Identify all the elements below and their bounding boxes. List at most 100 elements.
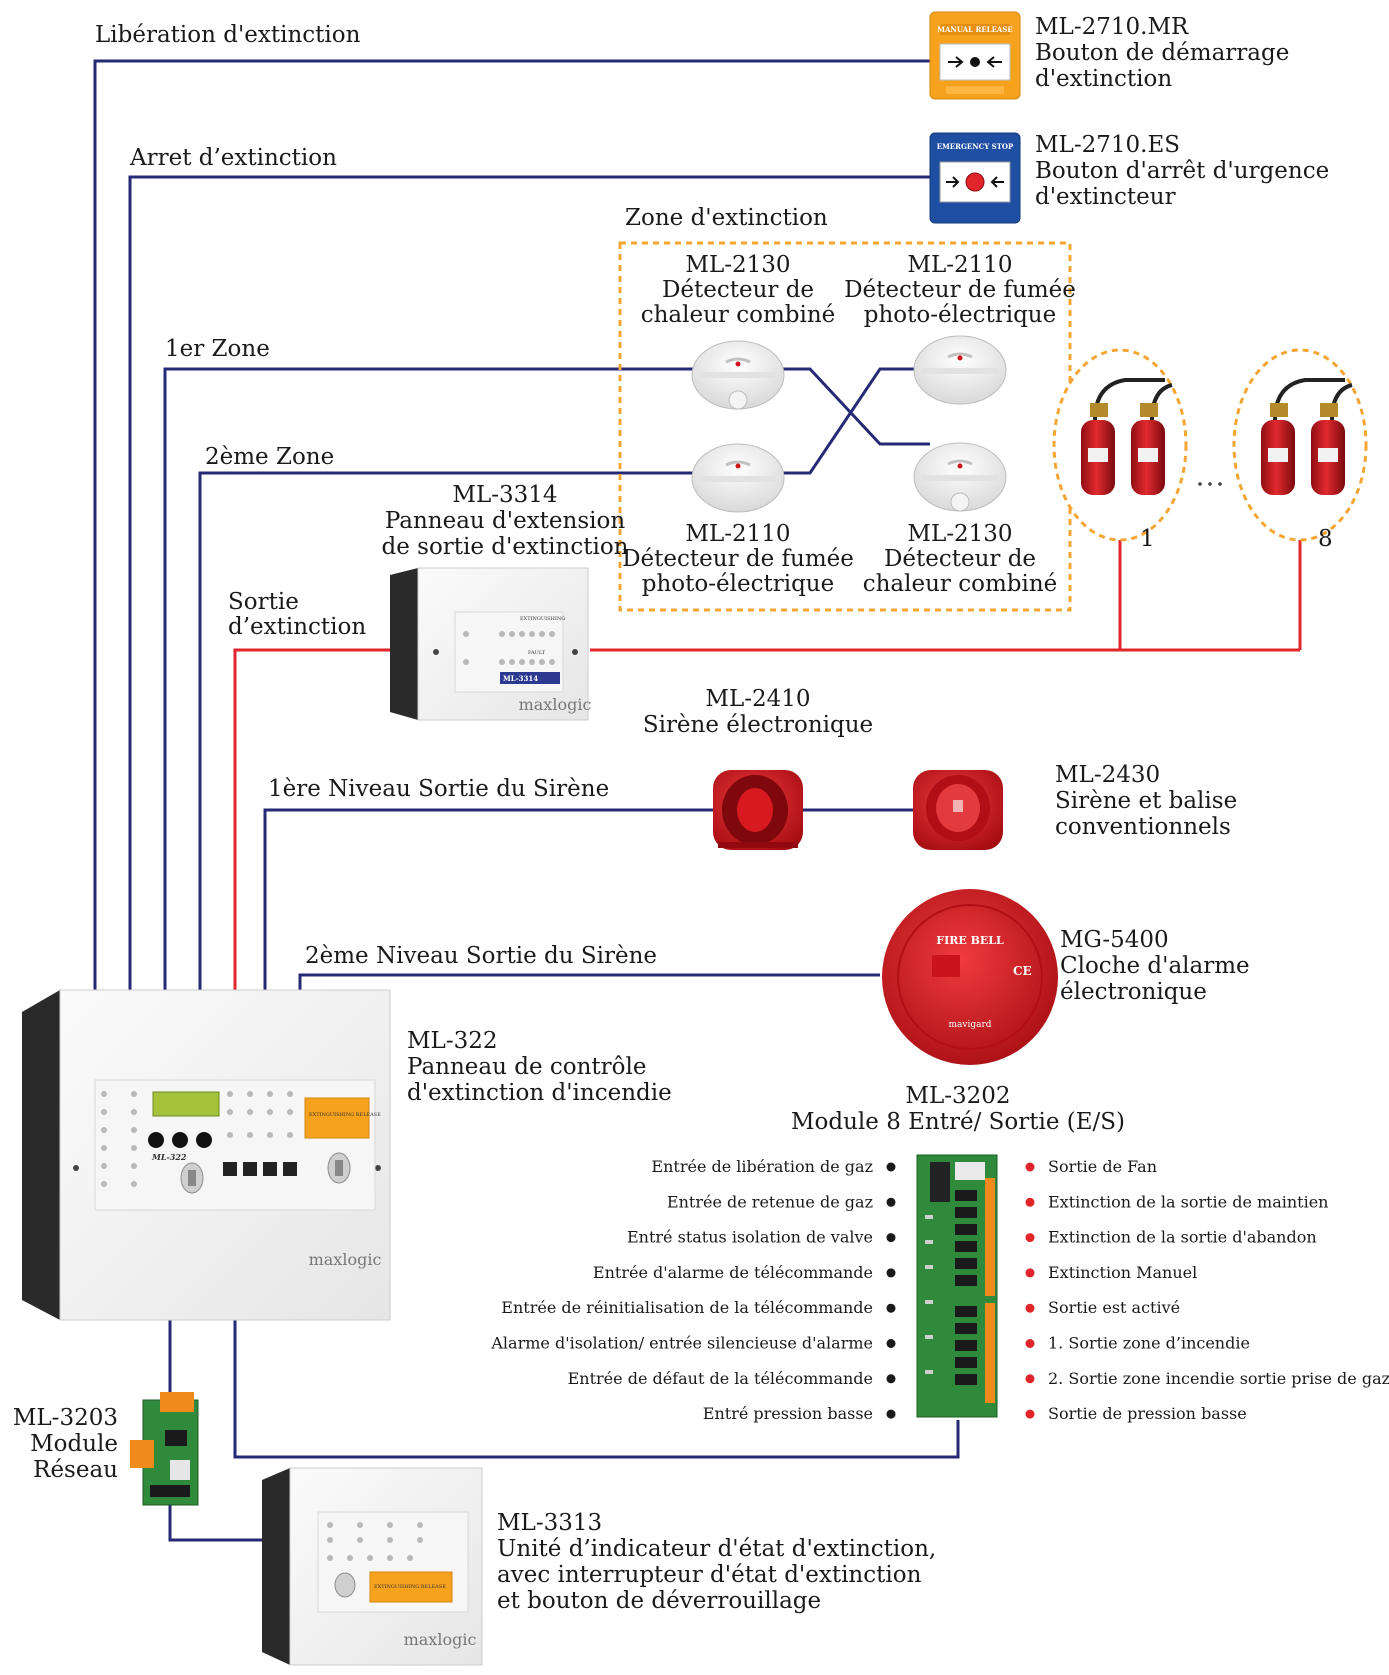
- indicator-name-3: et bouton de déverrouillage: [497, 1588, 821, 1614]
- det-smoke-bot-model: ML-2110: [685, 521, 790, 547]
- control-model: ML-322: [407, 1028, 498, 1054]
- det-smoke-bot-name-1: Détecteur de fumée: [622, 546, 854, 572]
- cylinder-number-1: 1: [1140, 526, 1155, 552]
- wire-network-indicator: [168, 1505, 270, 1542]
- bell-brand-text: mavigard: [948, 1020, 991, 1030]
- det-smoke-top-name-1: Détecteur de fumée: [844, 277, 1076, 303]
- siren-name-1: Sirène électronique: [643, 712, 873, 738]
- wire-stop: [128, 175, 930, 1000]
- network-module-board: [130, 1392, 199, 1506]
- io-input-dot: [886, 1374, 896, 1384]
- det-heat-top-model: ML-2130: [685, 252, 790, 278]
- cylinder-number-8: 8: [1318, 526, 1333, 552]
- io-output-label: Sortie est activé: [1048, 1298, 1180, 1317]
- siren-ml2410: [713, 770, 803, 850]
- fire-bell-mg5400: FIRE BELL CE mavigard: [882, 889, 1058, 1065]
- io-output-dot: [1025, 1197, 1035, 1207]
- siren-beacon-name-1: Sirène et balise: [1055, 788, 1237, 814]
- ind-brand-text: maxlogic: [404, 1630, 477, 1649]
- control-panel-ml322: ML-322 EXTINGUISHING RELEASE maxlogic: [22, 989, 391, 1321]
- ext-group1-text: EXTINGUISHING: [520, 616, 565, 622]
- ctrl-brand-text: maxlogic: [309, 1250, 382, 1269]
- io-input-label: Entrée de réinitialisation de la télécom…: [501, 1298, 873, 1317]
- io-input-dot: [886, 1339, 896, 1348]
- io-output-label: Extinction de la sortie de maintien: [1048, 1192, 1328, 1211]
- det-heat-bot-name-2: chaleur combiné: [863, 571, 1058, 597]
- mr-name-1: Bouton de démarrage: [1035, 40, 1289, 66]
- smoke-detector-bottom: [691, 443, 785, 513]
- control-name-1: Panneau de contrôle: [407, 1054, 646, 1080]
- label-zone2: 2ème Zone: [205, 444, 334, 470]
- io-output-dot: [1025, 1374, 1035, 1384]
- siren-beacon-name-2: conventionnels: [1055, 814, 1231, 840]
- det-smoke-top-model: ML-2110: [907, 252, 1012, 278]
- mr-model: ML-2710.MR: [1035, 14, 1189, 40]
- network-model: ML-3203: [13, 1405, 118, 1431]
- ind-release-tag: EXTINGUISHING RELEASE: [374, 1584, 446, 1590]
- label-release: Libération d'extinction: [95, 22, 361, 48]
- wire-io: [233, 1320, 960, 1459]
- ext-panel-name-1: Panneau d'extension: [385, 508, 626, 534]
- label-stop: Arret d’extinction: [129, 145, 337, 171]
- io-input-label: Entrée de défaut de la télécommande: [568, 1369, 873, 1388]
- ext-panel-name-2: de sortie d'extinction: [382, 534, 629, 560]
- io-output-dot: [1025, 1268, 1035, 1278]
- io-input-dot: [886, 1268, 896, 1278]
- wire-release: [93, 59, 930, 1000]
- siren-model: ML-2410: [705, 686, 810, 712]
- extension-panel-ml3314: EXTINGUISHING FAULT ML-3314 maxlogic: [390, 567, 592, 721]
- io-output-label: 2. Sortie zone incendie sortie prise de …: [1048, 1369, 1389, 1388]
- det-smoke-top-name-2: photo-électrique: [864, 302, 1056, 328]
- io-module-board: [916, 1154, 998, 1418]
- extinguishing-zone-border: [618, 241, 1072, 612]
- io-input-label: Entré pression basse: [703, 1404, 873, 1423]
- ext-group2-text: FAULT: [528, 650, 546, 656]
- label-zone1: 1er Zone: [165, 336, 270, 362]
- io-output-dot: [1025, 1303, 1035, 1313]
- es-name-2: d'extincteur: [1035, 184, 1176, 210]
- ext-panel-model: ML-3314: [452, 482, 557, 508]
- ctrl-release-tag: EXTINGUISHING RELEASE: [309, 1112, 381, 1118]
- label-output-2: d’extinction: [228, 614, 366, 640]
- io-output-dot: [1025, 1339, 1035, 1348]
- label-siren1: 1ère Niveau Sortie du Sirène: [268, 776, 609, 802]
- wire-output: [233, 648, 390, 1000]
- io-output-label: Extinction Manuel: [1048, 1263, 1197, 1282]
- es-header-text: EMERGENCY STOP: [937, 142, 1014, 151]
- io-input-label: Alarme d'isolation/ entrée silencieuse d…: [490, 1334, 873, 1353]
- network-name-2: Réseau: [33, 1457, 118, 1483]
- bell-model: MG-5400: [1060, 927, 1169, 953]
- smoke-detector-top: [913, 335, 1007, 405]
- det-heat-top-name-2: chaleur combiné: [641, 302, 836, 328]
- io-output-label: 1. Sortie zone d’incendie: [1048, 1334, 1250, 1353]
- indicator-name-2: avec interrupteur d'état d'extinction: [497, 1562, 922, 1588]
- io-input-label: Entré status isolation de valve: [627, 1228, 873, 1247]
- mr-header-text: MANUAL RELEASE: [937, 25, 1013, 34]
- det-heat-top-name-1: Détecteur de: [662, 277, 814, 303]
- manual-release-button-device: MANUAL RELEASE: [929, 11, 1021, 100]
- det-smoke-bot-name-2: photo-électrique: [642, 571, 834, 597]
- io-input-label: Entrée de libération de gaz: [651, 1157, 873, 1176]
- det-heat-bot-model: ML-2130: [907, 521, 1012, 547]
- io-output-label: Sortie de Fan: [1048, 1157, 1157, 1176]
- siren-beacon-model: ML-2430: [1055, 762, 1160, 788]
- cylinder-group-8: [1232, 348, 1368, 542]
- emergency-stop-button-device: EMERGENCY STOP: [929, 132, 1021, 224]
- io-input-dot: [886, 1162, 896, 1172]
- det-heat-bot-name-1: Détecteur de: [884, 546, 1036, 572]
- io-output-label: Sortie de pression basse: [1048, 1404, 1247, 1423]
- io-output-dot: [1025, 1233, 1035, 1243]
- io-input-dot: [886, 1303, 896, 1313]
- cylinder-group-1: [1052, 348, 1188, 542]
- label-siren2: 2ème Niveau Sortie du Sirène: [305, 943, 657, 969]
- network-name-1: Module: [30, 1431, 118, 1457]
- ext-brand-text: maxlogic: [519, 695, 592, 714]
- io-module-name: Module 8 Entré/ Sortie (E/S): [791, 1109, 1125, 1135]
- control-name-2: d'extinction d'incendie: [407, 1080, 672, 1106]
- io-output-dot: [1025, 1162, 1035, 1172]
- indicator-name-1: Unité d’indicateur d'état d'extinction,: [497, 1536, 936, 1562]
- cylinder-ellipsis: [1198, 482, 1222, 486]
